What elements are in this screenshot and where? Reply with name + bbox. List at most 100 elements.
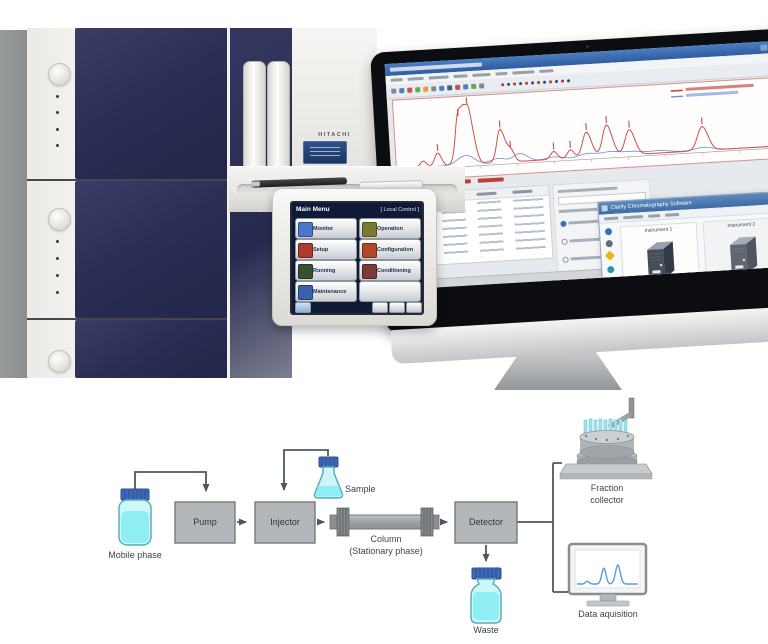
button-label: Configuration	[377, 246, 414, 253]
control-mode: [ Local Control ]	[380, 207, 419, 213]
legend-text-smudge	[685, 90, 739, 97]
detector-label: Detector	[469, 517, 503, 527]
fraction-collector-graphic	[559, 397, 653, 480]
tab-smudge[interactable]	[477, 177, 504, 183]
blue-trace	[404, 145, 768, 169]
table-column-smudge	[477, 200, 505, 258]
toolbar-icon[interactable]	[447, 85, 453, 91]
settings-icon[interactable]	[607, 277, 616, 286]
toolbar-icon[interactable]	[439, 85, 445, 91]
sample-label: Sample	[345, 484, 376, 494]
search-icon[interactable]	[607, 265, 615, 274]
toolbar-icon[interactable]	[431, 86, 437, 92]
status-dot	[560, 79, 565, 83]
toolbar-icon[interactable]	[471, 83, 477, 90]
software-screen: Clarity Chromatography Software	[384, 40, 768, 290]
warning-icon[interactable]	[604, 250, 615, 261]
hplc-flow-diagram: Mobile phase Pump Injector Sample Column…	[108, 397, 653, 635]
touchscreen-button-blank[interactable]	[359, 281, 421, 302]
function-button[interactable]	[389, 302, 405, 313]
link-smudge[interactable]	[562, 279, 608, 285]
button-label: Operation	[377, 225, 403, 232]
touchscreen-button-conditioning[interactable]: Conditioning	[359, 260, 421, 281]
chromatogram-chart	[402, 83, 768, 174]
flow-line-detector-branch	[517, 462, 569, 593]
status-dot	[548, 80, 553, 84]
injector-box	[254, 501, 316, 544]
globe-icon[interactable]	[605, 239, 613, 248]
touchscreen-controller: Main Menu [ Local Control ] Monitor Setu…	[272, 188, 437, 326]
waste-label: Waste	[473, 625, 498, 635]
detector-box	[454, 501, 518, 544]
instrument-label: Instrument 2	[727, 221, 756, 230]
instrument-label: Instrument 1	[644, 226, 673, 235]
status-dot	[530, 81, 535, 85]
mobile-phase-bottle	[118, 488, 152, 546]
hitachi-front-panel: HITACHI	[292, 28, 377, 172]
toolbar-icon[interactable]	[399, 88, 405, 94]
background-wall	[0, 30, 27, 378]
running-icon	[298, 263, 313, 279]
clarity-popup-window[interactable]: Clarity Chromatography Software	[597, 190, 768, 290]
red-trace	[404, 103, 768, 169]
conditioning-icon	[362, 263, 377, 279]
status-led	[56, 257, 59, 260]
instrument-card-1[interactable]: Instrument 1	[619, 221, 701, 290]
data-acquisition-monitor	[567, 542, 648, 607]
minimize-button[interactable]	[760, 44, 768, 51]
instrument-tower-icon	[730, 236, 758, 274]
instrument-card-2[interactable]: Instrument 2	[702, 217, 768, 290]
status-dot	[536, 80, 541, 85]
flow-line-mobile-to-pump	[134, 471, 210, 493]
radio-option[interactable]	[561, 238, 568, 245]
status-dot	[566, 79, 571, 83]
sample-flask	[313, 456, 344, 499]
instrument-icon[interactable]	[604, 227, 613, 236]
toolbar-icon[interactable]	[415, 87, 421, 93]
module-door	[75, 181, 228, 318]
hplc-module-2	[27, 181, 230, 318]
model-badge	[303, 141, 347, 164]
column-label: Column	[370, 534, 401, 544]
touchscreen-button-operation[interactable]: Operation	[359, 218, 421, 239]
peak-labels	[436, 97, 703, 151]
badge-text-smudge	[310, 147, 340, 159]
home-icon[interactable]	[295, 302, 311, 313]
radio-option[interactable]	[562, 256, 569, 263]
menu-item-smudge	[604, 216, 619, 220]
pump-label: Pump	[193, 517, 217, 527]
toolbar-icon[interactable]	[455, 84, 461, 91]
menu-item-smudge	[623, 214, 644, 219]
desktop-monitor: Clarity Chromatography Software	[370, 27, 768, 365]
toolbar-icon[interactable]	[423, 86, 429, 92]
toolbar-icon[interactable]	[407, 87, 413, 93]
touchscreen-button-setup[interactable]: Setup	[295, 239, 357, 260]
toolbar-icon[interactable]	[479, 83, 485, 89]
status-led	[56, 111, 59, 114]
touchscreen-button-running[interactable]: Running	[295, 260, 357, 281]
column-header-smudge	[512, 189, 533, 194]
menu-item-smudge	[428, 75, 449, 80]
menu-item-smudge	[453, 74, 468, 79]
text-smudge	[557, 186, 618, 194]
touchscreen-button-configuration[interactable]: Configuration	[359, 239, 421, 260]
setup-icon	[298, 242, 313, 258]
status-led	[56, 240, 59, 243]
legend-swatch-red	[670, 89, 683, 92]
button-label: Setup	[313, 246, 329, 253]
function-button[interactable]	[372, 302, 388, 313]
menu-item-smudge	[665, 212, 680, 217]
column-graphic	[329, 507, 440, 537]
status-dot	[501, 83, 505, 87]
instrument-photo-section: Clarity Chromatography Software	[0, 27, 768, 390]
popup-icon-rail[interactable]	[602, 226, 619, 290]
menu-item-smudge	[390, 78, 403, 82]
touchscreen-button-monitor[interactable]: Monitor	[295, 218, 357, 239]
waste-bottle	[470, 567, 502, 624]
monitor-bezel: Clarity Chromatography Software	[370, 27, 768, 335]
touchscreen-button-maintenance[interactable]: Maintenance	[295, 281, 357, 302]
function-button[interactable]	[406, 302, 422, 313]
toolbar-icon[interactable]	[463, 84, 469, 90]
radio-selected[interactable]	[560, 220, 567, 227]
toolbar-icon[interactable]	[391, 88, 397, 94]
